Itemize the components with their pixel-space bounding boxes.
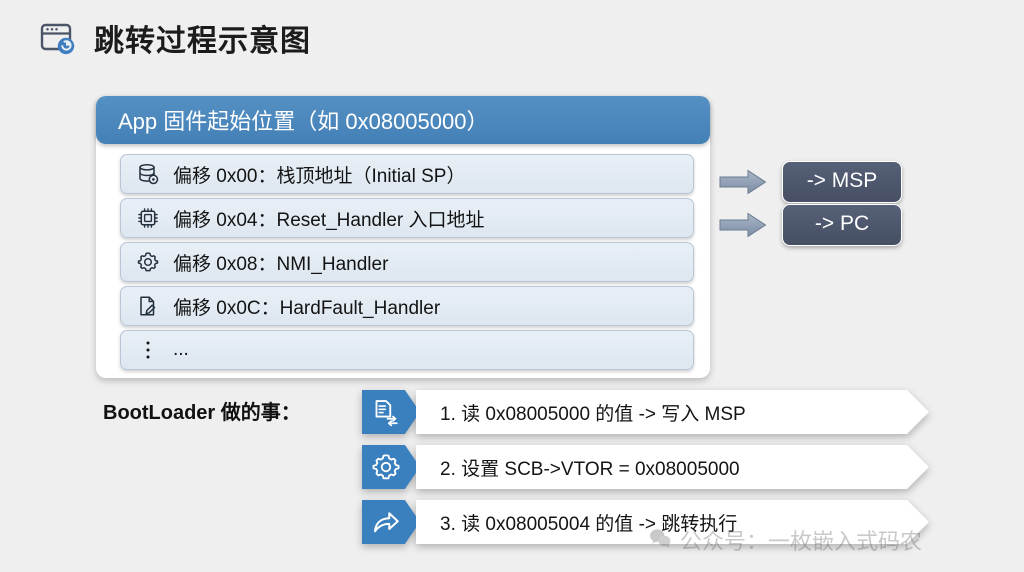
bootloader-step-1[interactable]: 1. 读 0x08005000 的值 -> 写入 MSP (362, 390, 929, 434)
table-row-label: 偏移 0x08：NMI_Handler (173, 253, 389, 275)
browser-refresh-icon (38, 18, 78, 58)
page-title-row: 跳转过程示意图 (38, 16, 311, 60)
table-row-label: 偏移 0x00：栈顶地址（Initial SP） (173, 165, 466, 187)
block-arrow-right-icon (718, 168, 768, 196)
document-edit-icon (135, 293, 161, 319)
bootloader-step-2[interactable]: 2. 设置 SCB->VTOR = 0x08005000 (362, 445, 929, 489)
card-header: App 固件起始位置（如 0x08005000） (96, 96, 710, 144)
table-row-label: ... (173, 339, 189, 360)
watermark-label: 公众号：一枚嵌入式码农 (680, 529, 923, 554)
step-label: 3. 读 0x08005004 的值 -> 跳转执行 (440, 513, 738, 535)
bootloader-step-3[interactable]: 3. 读 0x08005004 的值 -> 跳转执行 (362, 500, 929, 544)
bootloader-label: BootLoader 做的事： (103, 402, 301, 424)
document-transfer-icon (362, 390, 420, 434)
share-arrow-icon (362, 500, 420, 544)
mapping-pc: -> PC (718, 204, 902, 246)
mapping-msp: -> MSP (718, 161, 902, 203)
vector-table-rows: 偏移 0x00：栈顶地址（Initial SP） 偏移 0x04：Reset_H… (120, 154, 694, 374)
app-firmware-card: App 固件起始位置（如 0x08005000） 偏移 0x00：栈顶地址（In… (96, 96, 710, 378)
step-label: 1. 读 0x08005000 的值 -> 写入 MSP (440, 403, 746, 425)
status-badge: -> PC (782, 204, 902, 246)
table-row-label: 偏移 0x04：Reset_Handler 入口地址 (173, 209, 485, 231)
card-header-label: App 固件起始位置（如 0x08005000） (118, 109, 489, 134)
chip-icon (135, 205, 161, 231)
page-title: 跳转过程示意图 (94, 25, 311, 58)
table-row[interactable]: 偏移 0x04：Reset_Handler 入口地址 (120, 198, 694, 238)
table-row[interactable]: 偏移 0x0C：HardFault_Handler (120, 286, 694, 326)
table-row[interactable]: 偏移 0x08：NMI_Handler (120, 242, 694, 282)
block-arrow-right-icon (718, 211, 768, 239)
wechat-icon (648, 526, 672, 555)
database-icon (135, 161, 161, 187)
table-row-label: 偏移 0x0C：HardFault_Handler (173, 297, 441, 319)
gear-icon (362, 445, 420, 489)
watermark: 公众号：一枚嵌入式码农 (648, 524, 922, 556)
vertical-dots-icon (135, 337, 161, 363)
step-label: 2. 设置 SCB->VTOR = 0x08005000 (440, 458, 740, 480)
status-badge: -> MSP (782, 161, 902, 203)
table-row[interactable]: ... (120, 330, 694, 370)
step-body: 1. 读 0x08005000 的值 -> 写入 MSP (416, 390, 929, 434)
step-body: 2. 设置 SCB->VTOR = 0x08005000 (416, 445, 929, 489)
step-body: 3. 读 0x08005004 的值 -> 跳转执行 (416, 500, 929, 544)
table-row[interactable]: 偏移 0x00：栈顶地址（Initial SP） (120, 154, 694, 194)
gear-icon (135, 249, 161, 275)
